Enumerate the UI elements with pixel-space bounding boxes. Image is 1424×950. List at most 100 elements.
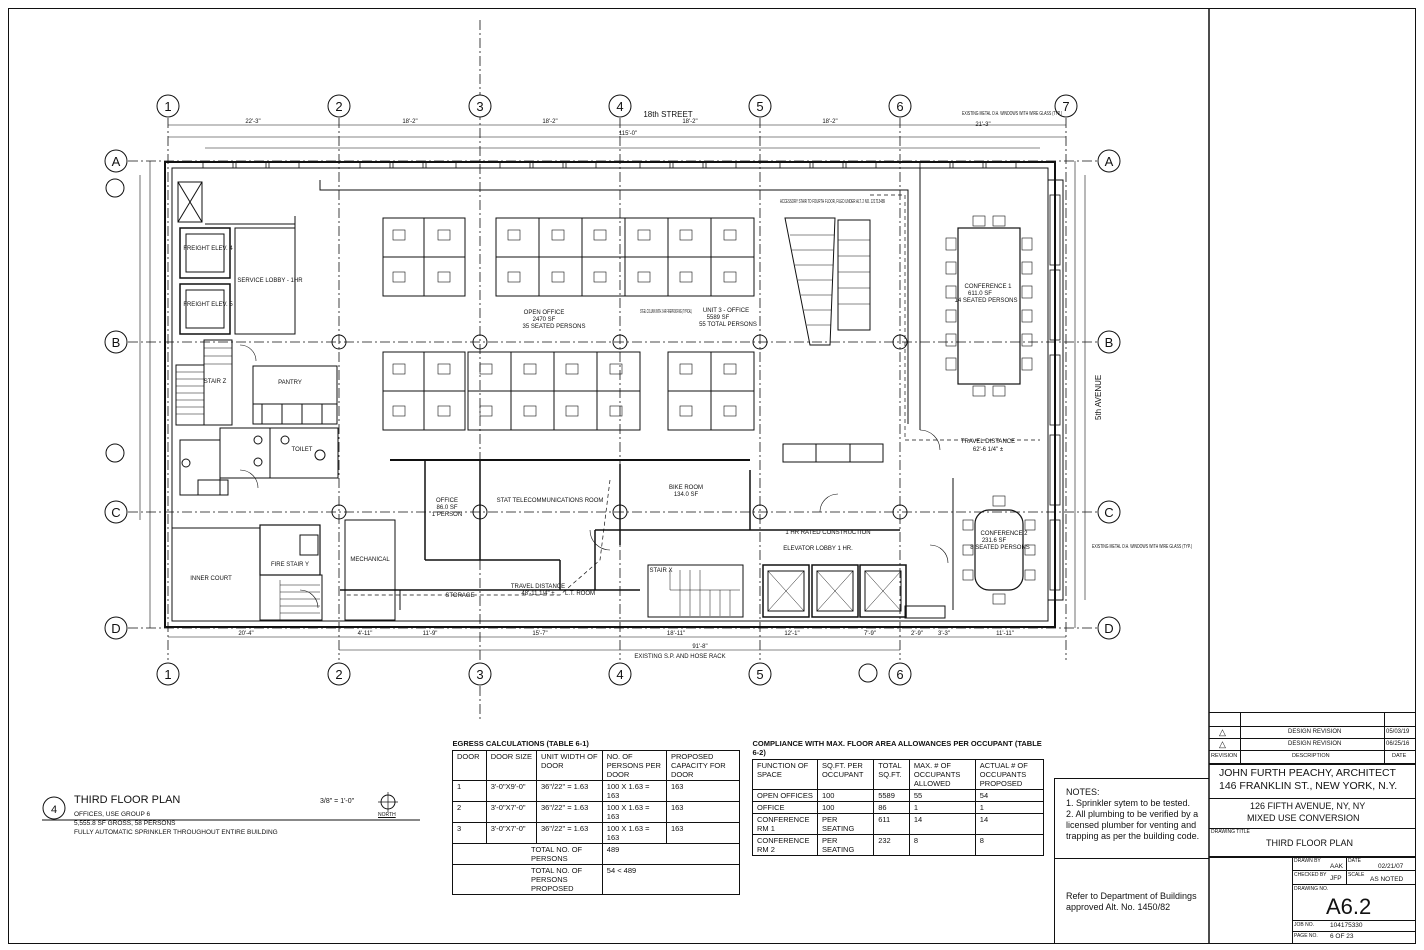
grid-row-d-left: D: [111, 621, 120, 636]
table-cell: 3: [452, 822, 487, 844]
notes-title: NOTES:: [1066, 787, 1100, 797]
table-cell: 163: [665, 780, 741, 802]
room-fire-stair: FIRE STAIR Y: [271, 562, 309, 568]
plan-number: 4: [51, 804, 57, 816]
table-cell: TOTAL NO. OF PERSONS PROPOSED: [452, 864, 603, 895]
dim-bottom-3: 11'-9": [423, 631, 438, 637]
note-rated: 1 HR RATED CONSTRUCTION: [785, 530, 870, 536]
scale-value: AS NOTED: [1370, 876, 1404, 883]
travel-2: TRAVEL DISTANCE: [511, 584, 565, 590]
room-stair-x: STAIR X: [650, 568, 673, 574]
grid-col-4-bottom: 4: [616, 667, 623, 682]
note-stair: ACCESSORY STAIR TO FOURTH FLOOR, FILED U…: [780, 199, 885, 205]
table-cell: 36"/22" = 1.63: [536, 801, 603, 823]
table-cell: 100: [816, 801, 875, 814]
table-cell: 100 X 1.63 = 163: [601, 780, 667, 802]
room-pantry: PANTRY: [278, 380, 302, 386]
project-address: 126 FIFTH AVENUE, NY, NY: [1250, 801, 1366, 811]
table-cell: 54 < 489: [601, 864, 741, 895]
room-bike: BIKE ROOM: [669, 485, 703, 491]
table-cell: 54: [974, 789, 1045, 802]
dim-bottom-9: 3'-3": [938, 631, 950, 637]
job-no-label: JOB NO.: [1294, 922, 1315, 928]
dim-bottom-1: 20'-4": [238, 631, 253, 637]
drawing-title-label: DRAWING TITLE: [1211, 829, 1250, 835]
revision-triangle-icon: △: [1219, 727, 1226, 737]
note-windows-top: EXISTING METAL O.H. WINDOWS WITH WIRE GL…: [962, 111, 1062, 117]
egress-title: EGRESS CALCULATIONS (TABLE 6-1): [452, 739, 589, 748]
table-cell: 1: [908, 801, 976, 814]
page-no-label: PAGE NO.: [1294, 933, 1318, 939]
table-cell: 163: [665, 801, 741, 823]
room-conf1: CONFERENCE 1: [964, 284, 1012, 290]
plan-scale: 3/8" = 1'-0": [320, 798, 355, 805]
architect-name: JOHN FURTH PEACHY, ARCHITECT: [1219, 767, 1396, 779]
compliance-h-max: MAX. # OF OCCUPANTS ALLOWED: [908, 759, 976, 790]
table-cell: PER SEATING: [816, 813, 875, 835]
grid-col-5-bottom: 5: [756, 667, 763, 682]
job-no: 104175330: [1330, 922, 1363, 929]
table-cell: 100 X 1.63 = 163: [601, 822, 667, 844]
room-elevator-lobby: ELEVATOR LOBBY 1 HR.: [783, 546, 853, 552]
tb-rule: [1384, 712, 1385, 763]
notes-refer: Refer to Department of Buildings approve…: [1066, 891, 1197, 912]
dim-bottom-5: 18'-11": [667, 631, 685, 637]
architect-address: 146 FRANKLIN ST., NEW YORK, N.Y.: [1219, 780, 1398, 792]
table-cell: OPEN OFFICES: [752, 789, 818, 802]
notes-box: [1054, 778, 1209, 943]
drawing-sheet: [8, 8, 1416, 944]
table-cell: PER SEATING: [816, 834, 875, 856]
room-conf2-area: 231.6 SF: [982, 538, 1007, 544]
room-conf1-area: 611.0 SF: [968, 291, 992, 297]
rev-header-description: DESCRIPTION: [1292, 753, 1330, 759]
dim-bottom-10: 11'-11": [996, 631, 1014, 637]
room-unit3-area: 5589 SF: [707, 315, 730, 321]
revision-1-desc: DESIGN REVISION: [1288, 729, 1342, 735]
room-office: OFFICE: [436, 498, 458, 504]
room-storage: STORAGE: [445, 593, 474, 599]
tb-rule: [1240, 712, 1241, 763]
table-cell: 3'-0"X7'-0": [485, 801, 538, 823]
compliance-h-total: TOTAL SQ.FT.: [873, 759, 910, 790]
checked-by: JFP: [1330, 875, 1342, 882]
north-label: NORTH: [378, 812, 396, 818]
dim-top-5: 18'-2": [822, 119, 837, 125]
notes-divider: [1054, 858, 1209, 859]
room-freight-5: FREIGHT ELEV. 5: [183, 302, 233, 308]
tb-rule: [1209, 856, 1416, 858]
revision-2-desc: DESIGN REVISION: [1288, 741, 1342, 747]
note-item-2: 2. All plumbing to be verified by a lice…: [1066, 809, 1200, 841]
grid-col-3-top: 3: [476, 99, 483, 114]
tb-rule: [1209, 828, 1416, 829]
table-cell: 1: [974, 801, 1045, 814]
revision-triangle-icon: △: [1219, 739, 1226, 749]
room-conf2: CONFERENCE 2: [980, 531, 1028, 537]
table-cell: 3'-0"X9'-0": [485, 780, 538, 802]
note-windows-right: EXISTING METAL O.H. WINDOWS WITH WIRE GL…: [1092, 544, 1192, 550]
rev-header-date: DATE: [1392, 753, 1407, 759]
note-rack: EXISTING S.P. AND HOSE RACK: [634, 654, 725, 660]
grid-row-a-left: A: [112, 154, 121, 169]
table-cell: 489: [601, 843, 741, 865]
scale-label: SCALE: [1348, 872, 1365, 878]
egress-h-width: UNIT WIDTH OF DOOR: [536, 750, 603, 781]
revision-1-date: 05/03/19: [1386, 729, 1410, 735]
grid-col-2-bottom: 2: [335, 667, 342, 682]
plan-title: THIRD FLOOR PLAN: [74, 794, 181, 806]
page-no: 6 OF 23: [1330, 933, 1354, 940]
table-cell: 2: [452, 801, 487, 823]
room-inner-court: INNER COURT: [190, 576, 232, 582]
tb-rule: [1209, 712, 1416, 713]
drawing-title: THIRD FLOOR PLAN: [1266, 838, 1354, 848]
tb-rule: [1209, 738, 1416, 739]
grid-col-7-top: 7: [1062, 99, 1069, 114]
table-cell: 100 X 1.63 = 163: [601, 801, 667, 823]
table-cell: 36"/22" = 1.63: [536, 822, 603, 844]
room-toilet: TOILET: [292, 447, 313, 453]
egress-h-capacity: PROPOSED CAPACITY FOR DOOR: [665, 750, 741, 781]
plan-note-3: FULLY AUTOMATIC SPRINKLER THROUGHOUT ENT…: [74, 829, 278, 836]
dim-top-1: 22'-3": [245, 119, 260, 125]
dim-bottom-7: 7'-9": [864, 631, 876, 637]
travel-2-val: 48'-11 1/4" ±: [521, 591, 555, 597]
